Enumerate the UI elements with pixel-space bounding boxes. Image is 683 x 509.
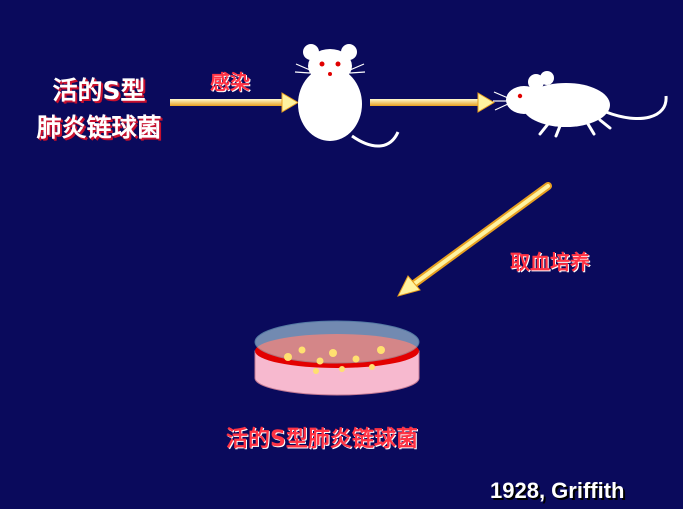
source-label-line-2: 肺炎链球菌: [36, 113, 162, 142]
arrow-to-live-mouse: [170, 92, 299, 113]
petri-dish-icon: [254, 320, 420, 396]
arrow-to-dish: [397, 182, 552, 297]
source-bacteria-label: 活的S型 肺炎链球菌: [14, 72, 184, 146]
bacterial-colonies: [284, 346, 385, 374]
result-bacteria-label: 活的S型肺炎链球菌: [226, 427, 418, 452]
live-mouse-icon: [294, 44, 400, 148]
source-label-line-1: 活的S型: [52, 76, 146, 105]
blood-culture-label: 取血培养: [510, 250, 590, 274]
infection-label: 感染: [210, 70, 250, 94]
credit-label: 1928, Griffith: [490, 478, 625, 503]
dead-mouse-icon: [493, 71, 668, 138]
arrow-to-dead-mouse: [370, 92, 495, 113]
